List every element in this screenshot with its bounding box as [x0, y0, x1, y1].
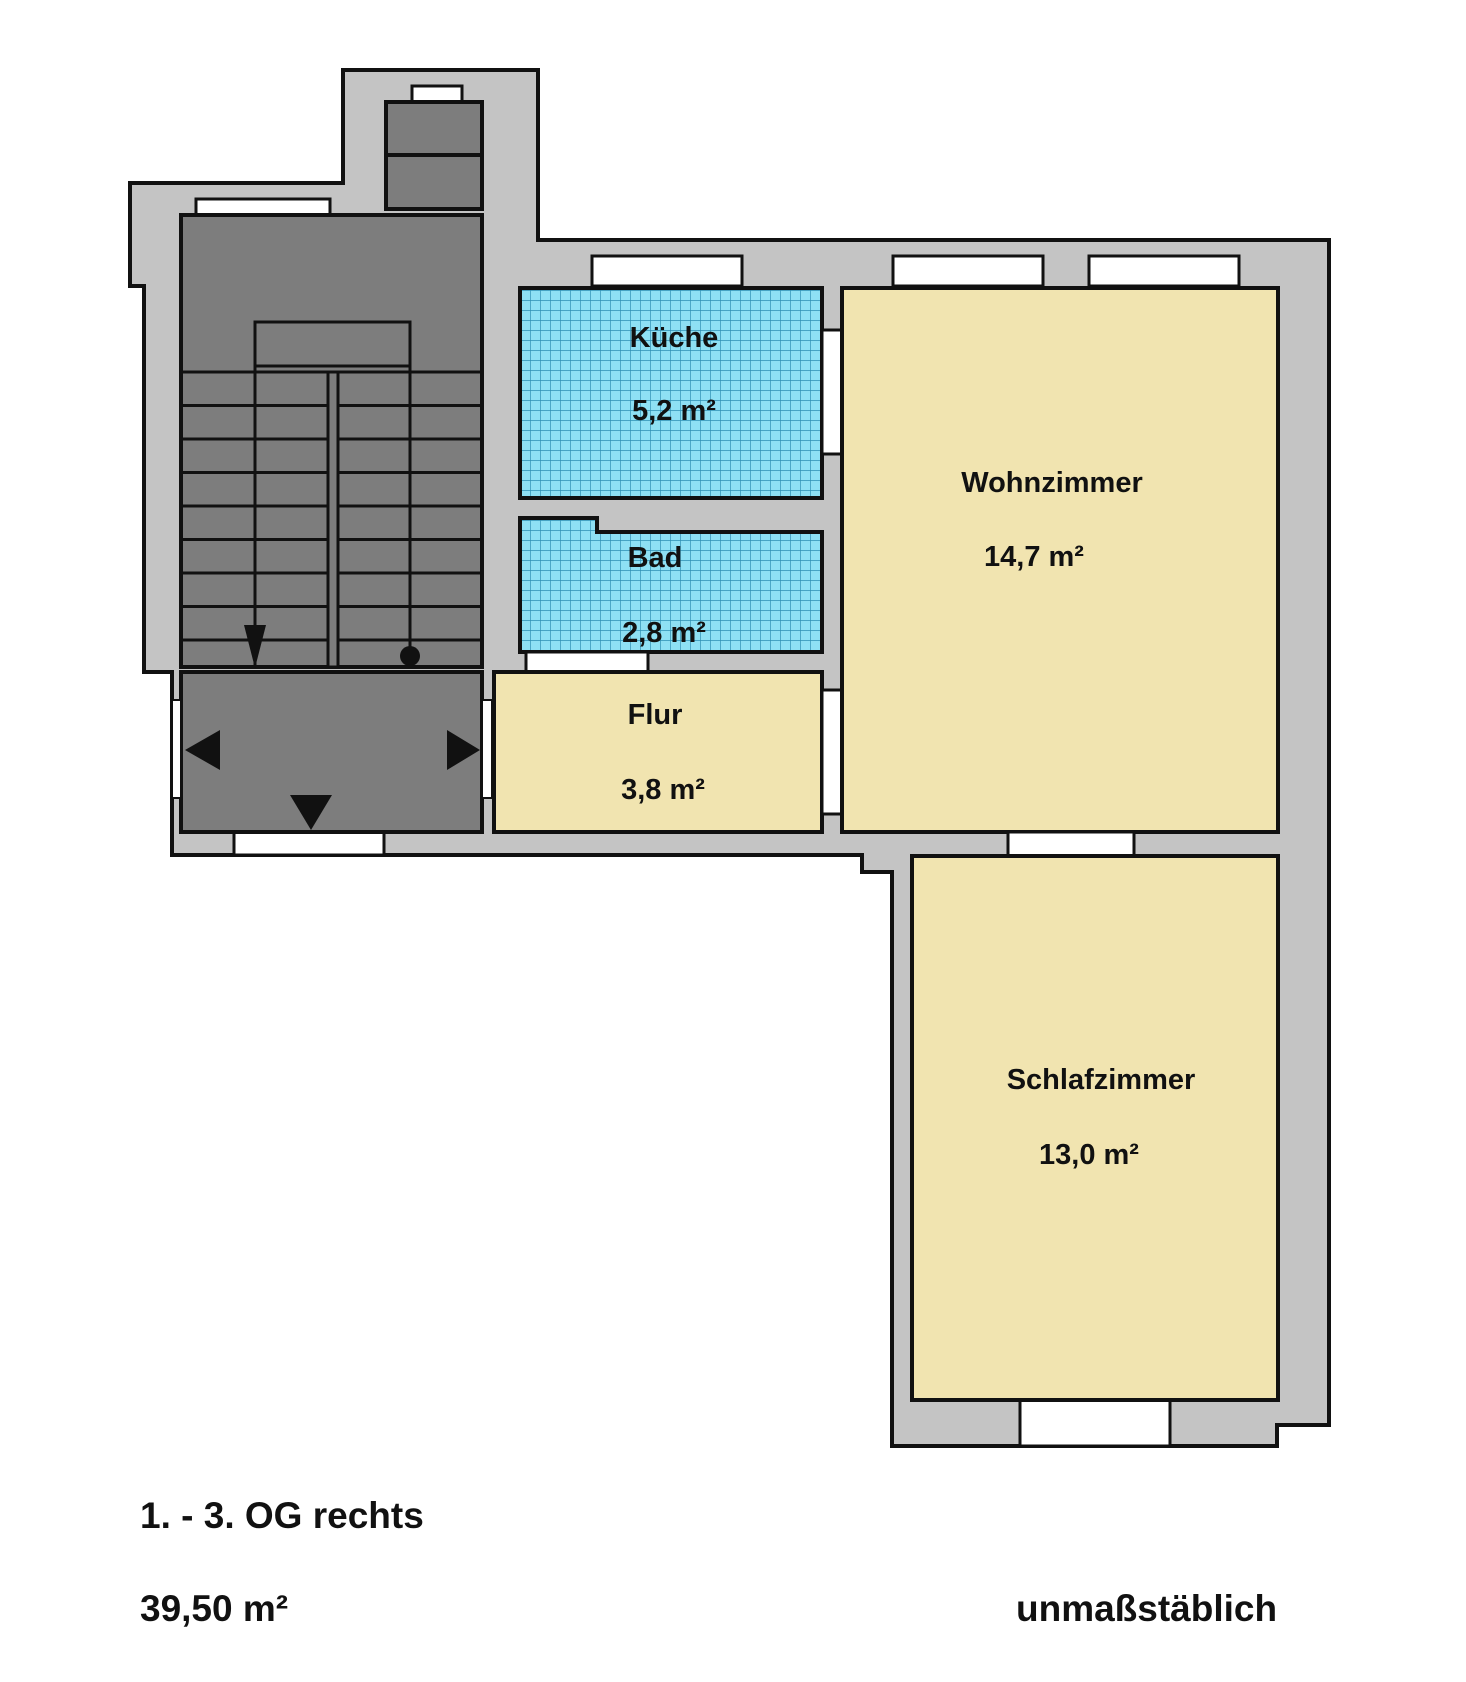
- hallway-door: [820, 688, 844, 816]
- bedroom-name: Schlafzimmer: [1007, 1064, 1196, 1096]
- kitchen-area: 5,2 m²: [632, 395, 716, 427]
- room-kitchen: [518, 286, 824, 500]
- stair-landing: [179, 670, 484, 834]
- living-area: 14,7 m²: [984, 541, 1084, 573]
- floor-label: 1. - 3. OG rechts: [140, 1495, 424, 1536]
- kitchen-door: [820, 328, 844, 456]
- room-living: [840, 286, 1280, 834]
- bedroom-area: 13,0 m²: [1039, 1139, 1139, 1171]
- stair-landing-outline: [253, 320, 412, 368]
- stair-down-arrow-icon: [244, 625, 266, 668]
- window-living-2: [1087, 254, 1241, 288]
- living-name: Wohnzimmer: [961, 467, 1143, 499]
- arrow-left-icon: [185, 730, 220, 770]
- bath-door: [524, 650, 650, 674]
- hallway-area: 3,8 m²: [621, 774, 705, 806]
- total-area: 39,50 m²: [140, 1588, 289, 1629]
- window-kitchen: [590, 254, 744, 288]
- arrow-down-icon: [290, 795, 332, 830]
- landing-door-right: [481, 699, 493, 799]
- room-bath: [518, 516, 824, 654]
- arrow-right-icon: [447, 730, 480, 770]
- stair-center-post: [326, 370, 340, 669]
- hallway-name: Flur: [628, 699, 683, 731]
- living-bedroom-door: [1006, 830, 1136, 858]
- stair-start-dot-icon: [400, 646, 420, 666]
- window-chimney: [410, 84, 464, 104]
- window-stair-bottom: [232, 829, 386, 857]
- window-living-1: [891, 254, 1045, 288]
- room-bedroom: [910, 854, 1280, 1402]
- landing-door-left: [171, 699, 182, 799]
- bath-area: 2,8 m²: [622, 617, 706, 649]
- bath-name: Bad: [628, 542, 683, 574]
- room-hallway: [492, 670, 824, 834]
- scale-note: unmaßstäblich: [1016, 1588, 1278, 1629]
- kitchen-name: Küche: [630, 322, 719, 354]
- window-bedroom: [1018, 1398, 1172, 1448]
- window-stair-top: [194, 197, 332, 217]
